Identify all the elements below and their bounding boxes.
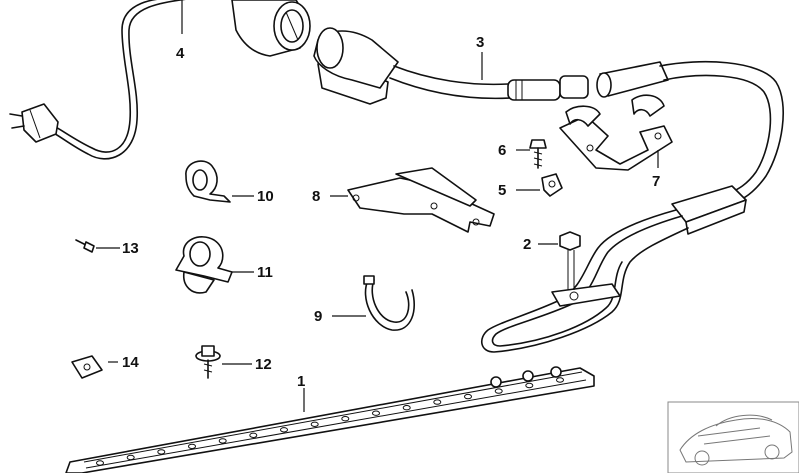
part-2-heating-element: [481, 209, 689, 353]
part-8-bracket: [347, 167, 495, 233]
part-1-rail: [65, 366, 595, 473]
callout-2: 2: [523, 236, 531, 253]
rail-hole: [280, 427, 288, 433]
callout-11: 11: [257, 264, 273, 281]
rail-hole: [310, 421, 319, 427]
callout-10: 10: [257, 188, 274, 205]
callout-6: 6: [498, 142, 506, 159]
leader-lines: [96, 0, 659, 412]
rail-hole: [188, 443, 196, 450]
part-6-screw: [529, 139, 547, 169]
callout-9: 9: [314, 308, 322, 325]
callout-13: 13: [122, 240, 139, 257]
callout-7: 7: [652, 173, 660, 190]
rail-hole: [433, 399, 442, 405]
part-3-hose: [313, 27, 669, 105]
rail-hole: [126, 454, 135, 461]
callout-1: 1: [297, 373, 305, 390]
main-cable: [659, 60, 785, 235]
part-4-power-cable: [9, 0, 186, 160]
rail-hole: [494, 388, 503, 394]
part-10-cable-clip: [185, 160, 231, 203]
vehicle-thumbnail: [667, 401, 799, 473]
callout-8: 8: [312, 188, 320, 205]
part-13-small-screw: [75, 239, 95, 253]
rail-hole: [341, 416, 350, 422]
part-7-bracket: [559, 94, 673, 171]
rail-hole: [218, 438, 227, 444]
part-12-screw: [195, 345, 221, 379]
rail-hole: [464, 393, 472, 400]
callout-4: 4: [176, 45, 185, 62]
callouts: 1 2 3 4 5 6 7 8 9 10 11 12 13 14: [122, 34, 660, 390]
part-11-p-clip: [175, 236, 233, 294]
callout-12: 12: [255, 356, 272, 373]
callout-14: 14: [122, 354, 139, 371]
rail-hole: [372, 410, 380, 416]
rail-hole: [249, 432, 258, 438]
callout-3: 3: [476, 34, 484, 51]
rail-hole: [96, 460, 104, 466]
callout-5: 5: [498, 182, 506, 199]
rail-hole: [556, 377, 564, 383]
rail-holes: [96, 377, 564, 466]
rail-hole: [402, 405, 411, 411]
part-14-speed-nut: [71, 355, 103, 379]
part-9-cable-tie: [363, 275, 416, 331]
socket-assembly: [231, 0, 311, 57]
rail-hole: [157, 449, 166, 455]
part-5-clip-nut: [541, 173, 563, 197]
rail-hole: [525, 382, 534, 389]
